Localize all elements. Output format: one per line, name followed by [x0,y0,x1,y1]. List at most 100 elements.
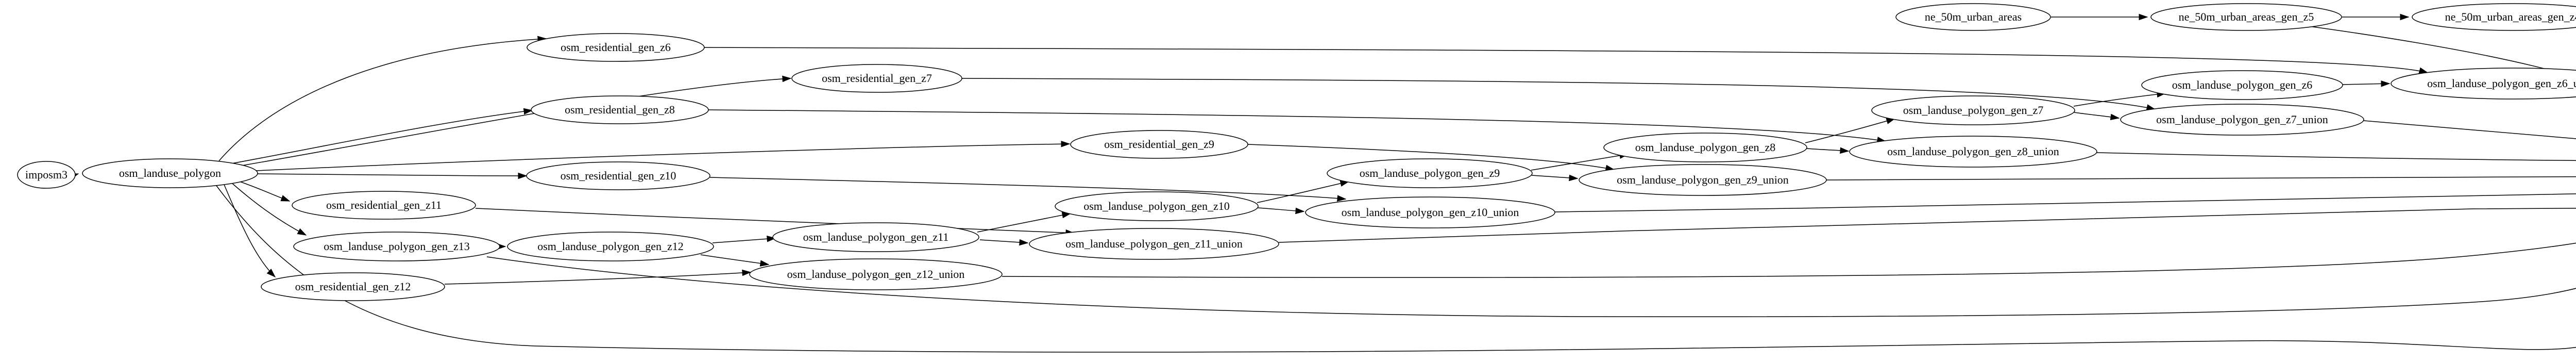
node-ellipse-osm-landuse-polygon [82,158,258,188]
edge-osm-residential-gen-z9-to-osm-landuse-polygon-gen-z9-union [1247,144,1615,172]
node-ellipse-osm-landuse-polygon-gen-z7-union [2120,104,2364,136]
node-osm-landuse-polygon: osm_landuse_polygon [82,158,258,188]
edge-osm-landuse-polygon-gen-z9-union-to-layer-landuse.z9 [1826,176,2576,180]
node-osm-landuse-polygon-gen-z12-union: osm_landuse_polygon_gen_z12_union [749,258,1003,290]
node-osm-landuse-polygon-gen-z9-union: osm_landuse_polygon_gen_z9_union [1579,164,1827,196]
node-ellipse-osm-landuse-polygon-gen-z13 [293,232,500,261]
node-osm-residential-gen-z12: osm_residential_gen_z12 [261,272,445,301]
edge-osm-landuse-polygon-gen-z7-union-to-layer-landuse.z7 [2363,120,2576,140]
edge-osm-landuse-polygon-to-osm-residential-gen-z7 [242,75,792,166]
edge-osm-residential-gen-z12-to-osm-landuse-polygon-gen-z12-union [444,269,752,285]
node-osm-landuse-polygon-gen-z10: osm_landuse_polygon_gen_z10 [1055,191,1259,221]
node-label-osm-landuse-polygon-gen-z13: osm_landuse_polygon_gen_z13 [324,240,470,253]
node-ne-50m-urban-areas: ne_50m_urban_areas [1895,3,2051,31]
node-ellipse-osm-landuse-polygon-gen-z12-union [749,258,1003,290]
node-ne-50m-urban-areas-gen-z5: ne_50m_urban_areas_gen_z5 [2150,3,2342,31]
node-ellipse-osm-landuse-polygon-gen-z7 [1871,95,2075,125]
node-label-osm-residential-gen-z10: osm_residential_gen_z10 [561,169,676,182]
edge-ne-50m-urban-areas-gen-z5-to-layer-landuse.z5 [2309,26,2576,78]
edge-osm-landuse-polygon-gen-z10-to-osm-landuse-polygon-gen-z10-union [1257,207,1305,215]
node-ellipse-osm-residential-gen-z12 [261,272,445,301]
node-ellipse-imposm3 [17,161,76,189]
edge-osm-landuse-polygon-to-osm-residential-gen-z9 [256,140,1071,171]
edge-osm-landuse-polygon-to-osm-residential-gen-z11 [239,181,291,202]
node-label-osm-residential-gen-z7: osm_residential_gen_z7 [822,72,932,85]
node-ellipse-osm-residential-gen-z11 [292,191,476,220]
node-label-ne-50m-urban-areas: ne_50m_urban_areas [1925,10,2022,23]
edge-osm-landuse-polygon-to-osm-residential-gen-z6 [218,36,547,161]
node-osm-residential-gen-z10: osm_residential_gen_z10 [526,161,710,190]
edge-osm-landuse-polygon-gen-z12-union-to-layer-landuse.z12 [1002,242,2576,278]
node-ellipse-osm-landuse-polygon-gen-z8-union [1849,136,2097,168]
node-label-osm-landuse-polygon-gen-z9-union: osm_landuse_polygon_gen_z9_union [1617,173,1789,186]
node-ellipse-osm-residential-gen-z6 [527,33,705,62]
edge-osm-landuse-polygon-gen-z8-to-osm-landuse-polygon-gen-z7 [1805,118,1896,143]
node-osm-residential-gen-z9: osm_residential_gen_z9 [1070,130,1248,159]
edge-osm-landuse-polygon-gen-z6-to-osm-landuse-polygon-gen-z6-union [2342,80,2391,87]
edge-osm-landuse-polygon-gen-z10-to-osm-landuse-polygon-gen-z9 [1257,180,1350,203]
node-imposm3: imposm3 [17,161,76,189]
node-label-osm-landuse-polygon-gen-z6-union: osm_landuse_polygon_gen_z6_union [2427,77,2576,90]
node-label-osm-landuse-polygon-gen-z6: osm_landuse_polygon_gen_z6 [2172,78,2313,91]
edge-osm-landuse-polygon-gen-z7-to-osm-landuse-polygon-gen-z6 [2073,91,2166,107]
node-label-osm-landuse-polygon-gen-z11-union: osm_landuse_polygon_gen_z11_union [1065,237,1243,250]
node-ellipse-osm-residential-gen-z9 [1070,130,1248,159]
node-ellipse-ne-50m-urban-areas [1895,3,2051,31]
node-label-osm-landuse-polygon-gen-z10: osm_landuse_polygon_gen_z10 [1083,200,1230,212]
node-ellipse-osm-landuse-polygon-gen-z9-union [1579,164,1827,196]
node-label-osm-landuse-polygon-gen-z9: osm_landuse_polygon_gen_z9 [1360,167,1500,179]
node-osm-landuse-polygon-gen-z8: osm_landuse_polygon_gen_z8 [1603,133,1807,162]
edge-osm-landuse-polygon-gen-z7-to-osm-landuse-polygon-gen-z7-union [2074,112,2120,121]
node-label-osm-residential-gen-z11: osm_residential_gen_z11 [326,199,442,211]
edge-osm-landuse-polygon-gen-z11-to-osm-landuse-polygon-gen-z11-union [979,239,1029,246]
node-ellipse-osm-landuse-polygon-gen-z10-union [1305,196,1555,228]
node-label-osm-landuse-polygon-gen-z7-union: osm_landuse_polygon_gen_z7_union [2156,113,2328,126]
node-label-osm-landuse-polygon-gen-z8-union: osm_landuse_polygon_gen_z8_union [1887,145,2059,158]
edges-layer [69,13,2576,353]
node-osm-landuse-polygon-gen-z9: osm_landuse_polygon_gen_z9 [1327,158,1533,188]
node-label-osm-residential-gen-z12: osm_residential_gen_z12 [295,280,411,293]
node-osm-landuse-polygon-gen-z10-union: osm_landuse_polygon_gen_z10_union [1305,196,1555,228]
nodes-layer: imposm3 osm_landuse_polygon osm_residentia… [17,3,2576,301]
edge-osm-landuse-polygon-to-osm-residential-gen-z10 [257,172,528,179]
node-label-osm-landuse-polygon-gen-z10-union: osm_landuse_polygon_gen_z10_union [1342,206,1519,219]
edge-osm-landuse-polygon-gen-z8-to-osm-landuse-polygon-gen-z8-union [1806,147,1850,154]
node-osm-landuse-polygon-gen-z11-union: osm_landuse_polygon_gen_z11_union [1029,228,1279,260]
node-osm-residential-gen-z6: osm_residential_gen_z6 [527,33,705,62]
edge-imposm3-to-osm-landuse-polygon [69,173,79,180]
node-ellipse-osm-landuse-polygon-gen-z12 [507,232,714,261]
edge-osm-residential-gen-z7-to-osm-landuse-polygon-gen-z7-union [961,78,2156,111]
node-ellipse-osm-landuse-polygon-gen-z10 [1055,191,1259,221]
edge-osm-landuse-polygon-gen-z10-union-to-layer-landuse.z10 [1554,193,2576,212]
node-ellipse-ne-50m-urban-areas-gen-z5 [2150,3,2342,31]
edge-osm-landuse-polygon-gen-z8-union-to-layer-landuse.z8 [2096,152,2576,161]
node-ne-50m-urban-areas-gen-z4: ne_50m_urban_areas_gen_z4 [2412,3,2576,31]
node-osm-landuse-polygon-gen-z6-union: osm_landuse_polygon_gen_z6_union [2391,68,2576,100]
node-osm-landuse-polygon-gen-z7: osm_landuse_polygon_gen_z7 [1871,95,2075,125]
edge-osm-residential-gen-z11-to-osm-landuse-polygon-gen-z11-union [475,208,1075,236]
node-label-osm-landuse-polygon-gen-z12-union: osm_landuse_polygon_gen_z12_union [787,268,965,281]
node-label-osm-landuse-polygon-gen-z12: osm_landuse_polygon_gen_z12 [537,240,684,253]
node-ellipse-osm-landuse-polygon-gen-z8 [1603,133,1807,162]
edge-osm-residential-gen-z10-to-osm-landuse-polygon-gen-z10-union [709,177,1347,202]
edge-osm-residential-gen-z6-to-osm-landuse-polygon-gen-z6-union [704,47,2429,74]
node-label-osm-residential-gen-z9: osm_residential_gen_z9 [1104,138,1214,151]
node-label-osm-landuse-polygon-gen-z7: osm_landuse_polygon_gen_z7 [1903,104,2044,117]
node-label-osm-landuse-polygon: osm_landuse_polygon [119,167,221,179]
node-ellipse-osm-landuse-polygon-gen-z6-union [2391,68,2576,100]
node-ellipse-ne-50m-urban-areas-gen-z4 [2412,3,2576,31]
edge-osm-landuse-polygon-gen-z13-to-layer-landuse.z13 [486,256,2576,317]
edge-osm-landuse-polygon-gen-z9-to-osm-landuse-polygon-gen-z8 [1531,152,1629,171]
node-osm-landuse-polygon-gen-z13: osm_landuse_polygon_gen_z13 [293,232,500,261]
edge-osm-landuse-polygon-to-osm-landuse-polygon-gen-z13 [231,183,307,236]
node-label-imposm3: imposm3 [25,168,67,181]
node-osm-landuse-polygon-gen-z6: osm_landuse_polygon_gen_z6 [2141,70,2343,100]
node-osm-residential-gen-z8: osm_residential_gen_z8 [531,95,709,124]
edge-osm-landuse-polygon-gen-z11-to-osm-landuse-polygon-gen-z10 [977,211,1072,233]
node-ellipse-osm-landuse-polygon-gen-z6 [2141,70,2343,100]
node-osm-landuse-polygon-gen-z12: osm_landuse_polygon_gen_z12 [507,232,714,261]
edge-osm-landuse-polygon-gen-z12-to-osm-landuse-polygon-gen-z11 [712,235,776,243]
node-label-osm-landuse-polygon-gen-z8: osm_landuse_polygon_gen_z8 [1635,141,1776,154]
node-label-osm-residential-gen-z6: osm_residential_gen_z6 [561,41,671,54]
